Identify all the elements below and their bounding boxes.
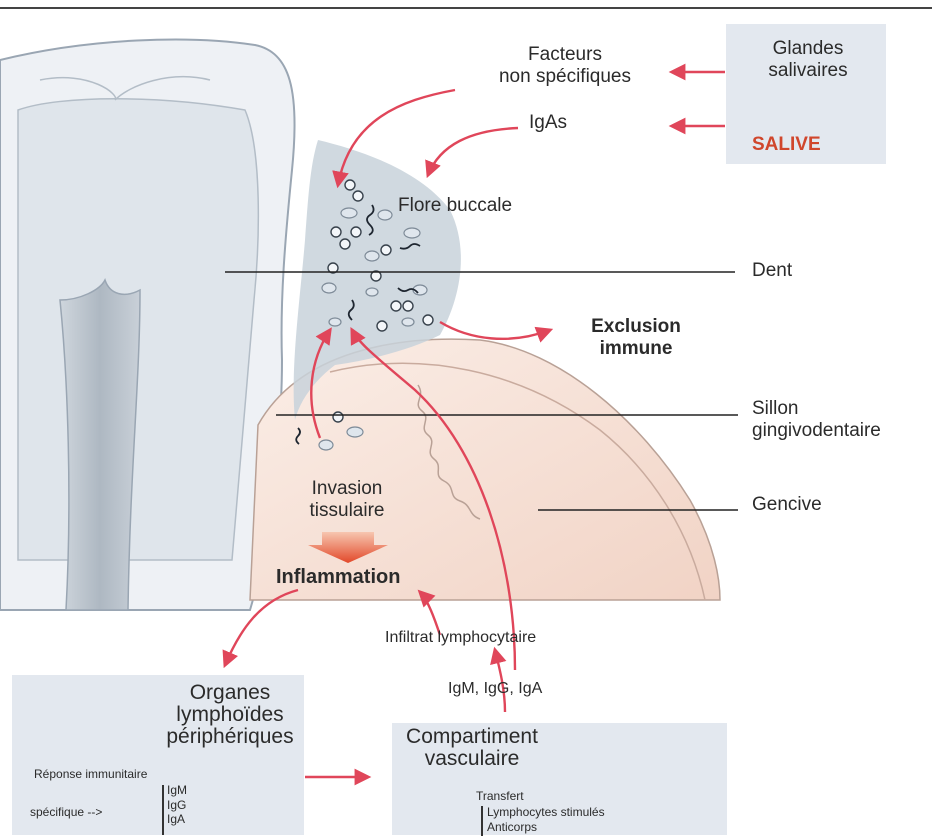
- pulp: [60, 280, 140, 610]
- bracket-bar-1: [162, 785, 164, 835]
- label-specifique: spécifique -->: [30, 806, 102, 819]
- label-sillon: Sillon gingivodentaire: [752, 398, 881, 442]
- label-organes: Organes lymphoïdes périphériques: [120, 682, 340, 748]
- label-transfert: Transfert: [476, 790, 524, 803]
- label-lymphocytes: Lymphocytes stimulés: [487, 806, 605, 819]
- label-compartiment: Compartiment vasculaire: [392, 726, 552, 770]
- tooth: [0, 40, 295, 610]
- label-invasion: Invasion tissulaire: [292, 478, 402, 522]
- label-gencive: Gencive: [752, 494, 822, 516]
- label-ig-list: IgM, IgG, IgA: [448, 678, 542, 700]
- label-facteurs: Facteurs non spécifiques: [450, 44, 680, 88]
- label-igm: IgM: [167, 784, 187, 797]
- label-exclusion: Exclusion immune: [556, 316, 716, 360]
- label-igg: IgG: [167, 799, 186, 812]
- gum: [250, 339, 720, 600]
- label-inflammation: Inflammation: [276, 566, 400, 588]
- bracket-bar-2: [481, 806, 483, 836]
- label-iga: IgA: [167, 813, 185, 826]
- label-infiltrat: Infiltrat lymphocytaire: [385, 627, 536, 649]
- label-anticorps: Anticorps: [487, 821, 537, 834]
- label-reponse: Réponse immunitaire: [34, 768, 147, 781]
- label-flore: Flore buccale: [398, 195, 512, 217]
- label-dent: Dent: [752, 260, 792, 282]
- label-glandes: Glandes salivaires: [728, 38, 888, 82]
- label-salive: SALIVE: [752, 134, 821, 156]
- label-igas: IgAs: [529, 112, 567, 134]
